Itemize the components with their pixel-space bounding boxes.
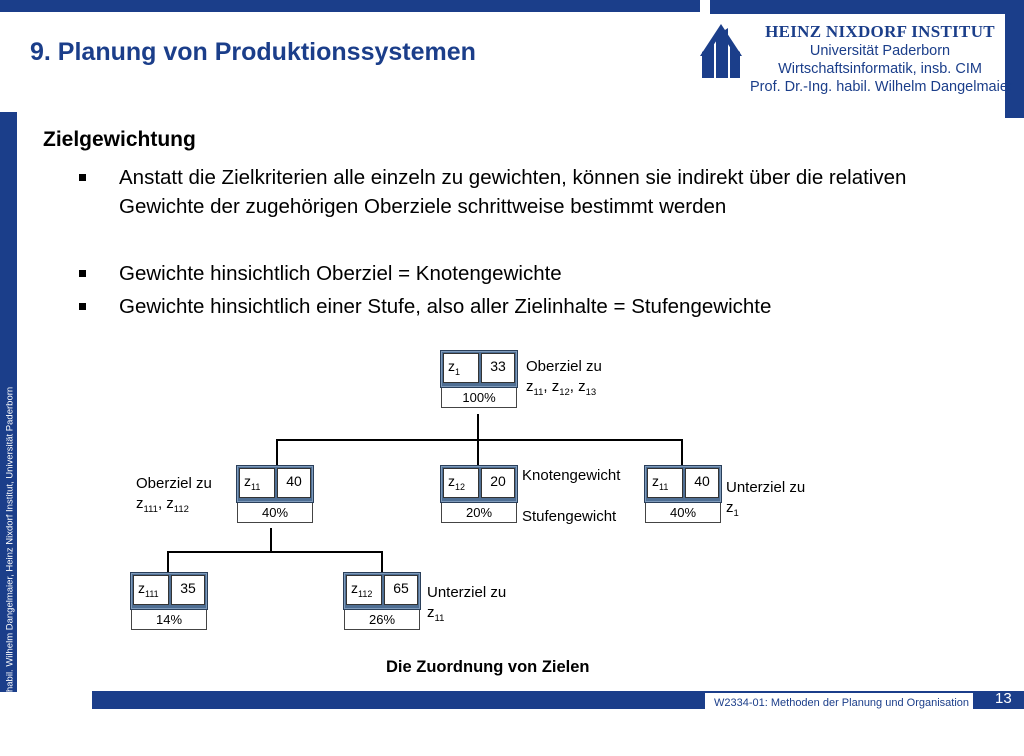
node-name: z1: [443, 353, 479, 383]
connector-line: [477, 439, 479, 465]
node-percent: 100%: [441, 388, 517, 408]
node-weight: 33: [481, 353, 515, 383]
goal-node-z111: z111 35 14%: [130, 572, 208, 630]
label-stufengewicht: Stufengewicht: [522, 508, 617, 525]
bullet-text: Gewichte hinsichtlich einer Stufe, also …: [119, 295, 772, 318]
node-percent: 20%: [441, 503, 517, 523]
connector-line: [167, 551, 383, 553]
node-percent: 14%: [131, 610, 207, 630]
institute-line-1: Universität Paderborn: [809, 43, 951, 59]
bullet-square-icon: [79, 174, 86, 181]
bullet-text: Gewichte hinsichtlich Oberziel = Knoteng…: [119, 262, 562, 285]
page-title: 9. Planung von Produktionssystemen: [30, 38, 476, 66]
node-weight: 40: [277, 468, 311, 498]
header-bar-right: [710, 0, 1024, 14]
connector-line: [276, 439, 682, 441]
institute-logo-icon: [700, 24, 742, 78]
copyright-text: © Prof. Dr.-Ing habil. Wilhelm Dangelmai…: [4, 386, 16, 756]
connector-line: [167, 551, 169, 573]
node-name: z12: [443, 468, 479, 498]
goal-node-z1: z1 33 100%: [440, 350, 518, 408]
institute-name: HEINZ NIXDORF INSTITUT: [765, 22, 995, 41]
left-sidebar-bar: [0, 112, 17, 692]
node-name: z111: [133, 575, 169, 605]
section-heading: Zielgewichtung: [43, 128, 196, 151]
node-percent: 26%: [344, 610, 420, 630]
label-oberziel-top: Oberziel zu z11, z12, z13: [526, 358, 602, 398]
label-unterziel-right: Unterziel zu z1: [726, 479, 806, 519]
institute-line-2: Wirtschaftsinformatik, insb. CIM: [778, 61, 982, 77]
goal-node-z13: z11 40 40%: [644, 465, 722, 523]
header-bar: [0, 0, 700, 12]
goal-node-z11: z11 40 40%: [236, 465, 314, 523]
node-name: z112: [346, 575, 382, 605]
connector-line: [681, 439, 683, 465]
node-weight: 65: [384, 575, 418, 605]
institute-block: HEINZ NIXDORF INSTITUT Universität Pader…: [750, 22, 1013, 96]
node-weight: 20: [481, 468, 515, 498]
label-oberziel-left: Oberziel zu z111, z112: [136, 475, 212, 515]
institute-line-3: Prof. Dr.-Ing. habil. Wilhelm Dangelmaie…: [750, 79, 1013, 95]
node-percent: 40%: [645, 503, 721, 523]
connector-line: [381, 551, 383, 573]
page-number: 13: [995, 690, 1012, 707]
node-name: z11: [239, 468, 275, 498]
node-name: z11: [647, 468, 683, 498]
bullet-square-icon: [79, 270, 86, 277]
footer-course-box: [705, 693, 973, 709]
goal-node-z12: z12 20 20%: [440, 465, 518, 523]
connector-line: [477, 414, 479, 440]
right-accent-bar: [1005, 14, 1024, 118]
node-weight: 35: [171, 575, 205, 605]
footer-course-text: W2334-01: Methoden der Planung und Organ…: [714, 697, 970, 709]
label-knotengewicht: Knotengewicht: [522, 467, 621, 484]
connector-line: [270, 528, 272, 552]
node-percent: 40%: [237, 503, 313, 523]
bullet-text: Anstatt die Zielkriterien alle einzeln z…: [119, 166, 907, 218]
diagram-caption: Die Zuordnung von Zielen: [386, 658, 590, 676]
goal-node-z112: z112 65 26%: [343, 572, 421, 630]
node-weight: 40: [685, 468, 719, 498]
bullet-square-icon: [79, 303, 86, 310]
label-unterziel-bottom: Unterziel zu z11: [427, 584, 507, 624]
connector-line: [276, 439, 278, 465]
